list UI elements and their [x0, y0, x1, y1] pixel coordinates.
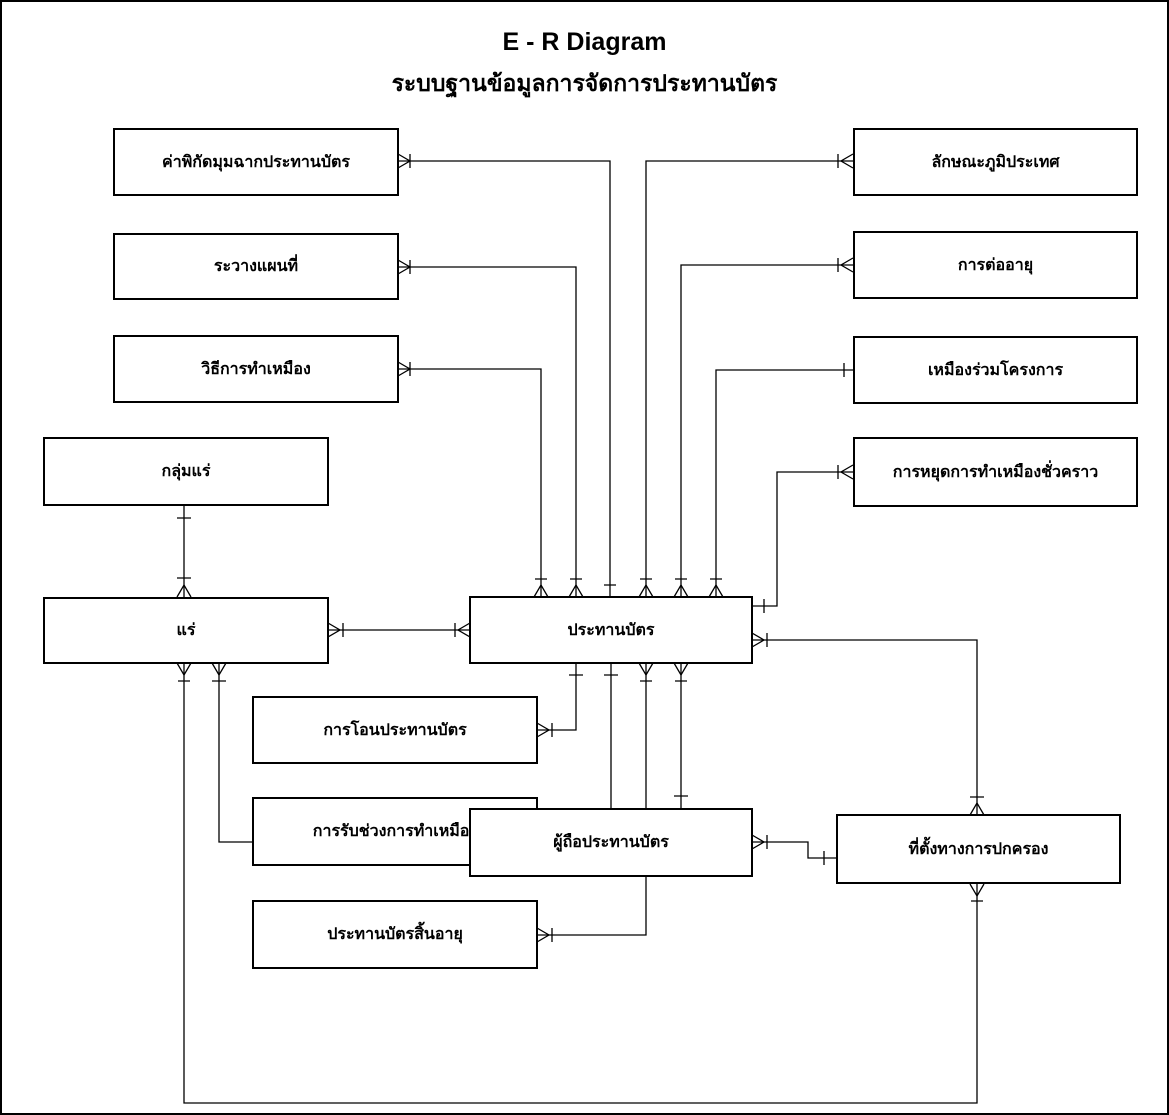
rel-joint-mine-concession: [708, 363, 853, 598]
rel-holder-concession: [673, 662, 689, 808]
diagram-subtitle: ระบบฐานข้อมูลการจัดการประทานบัตร: [391, 70, 778, 96]
rel-expired-concession: [536, 662, 654, 943]
rel-renewal-concession: [673, 257, 854, 598]
rel-map-concession: [397, 259, 584, 598]
rel-holder-location: [751, 834, 837, 865]
rel-terrain-concession: [638, 153, 854, 598]
entity-joint-mine[interactable]: เหมืองร่วมโครงการ: [853, 336, 1138, 404]
rel-group-mineral: [176, 506, 192, 598]
entity-admin-location[interactable]: ที่ตั้งทางการปกครอง: [836, 814, 1121, 884]
entity-terrain[interactable]: ลักษณะภูมิประเทศ: [853, 128, 1138, 196]
entity-concession[interactable]: ประทานบัตร: [469, 596, 753, 664]
entity-mineral[interactable]: แร่: [43, 597, 329, 664]
entity-renewal[interactable]: การต่ออายุ: [853, 231, 1138, 299]
rel-coordinates-concession: [397, 153, 616, 597]
entity-mineral-group[interactable]: กลุ่มแร่: [43, 437, 329, 506]
rel-concession-location: [751, 632, 985, 816]
entity-temp-suspension[interactable]: การหยุดการทำเหมืองชั่วคราว: [853, 437, 1138, 507]
entity-coordinates[interactable]: ค่าพิกัดมุมฉากประทานบัตร: [113, 128, 399, 196]
rel-transfer-concession: [536, 663, 583, 738]
entity-expired[interactable]: ประทานบัตรสิ้นอายุ: [252, 900, 538, 969]
diagram-title: E - R Diagram: [502, 28, 667, 56]
entity-map[interactable]: ระวางแผนที่: [113, 233, 399, 300]
entity-holder[interactable]: ผู้ถือประทานบัตร: [469, 808, 753, 877]
rel-mining-method-concession: [397, 361, 549, 598]
entity-mining-method[interactable]: วิธีการทำเหมือง: [113, 335, 399, 403]
entity-transfer[interactable]: การโอนประทานบัตร: [252, 696, 538, 764]
rel-mineral-concession: [327, 622, 471, 638]
rel-suspension-concession: [752, 464, 854, 613]
rel-mineral-location: [176, 662, 985, 1104]
